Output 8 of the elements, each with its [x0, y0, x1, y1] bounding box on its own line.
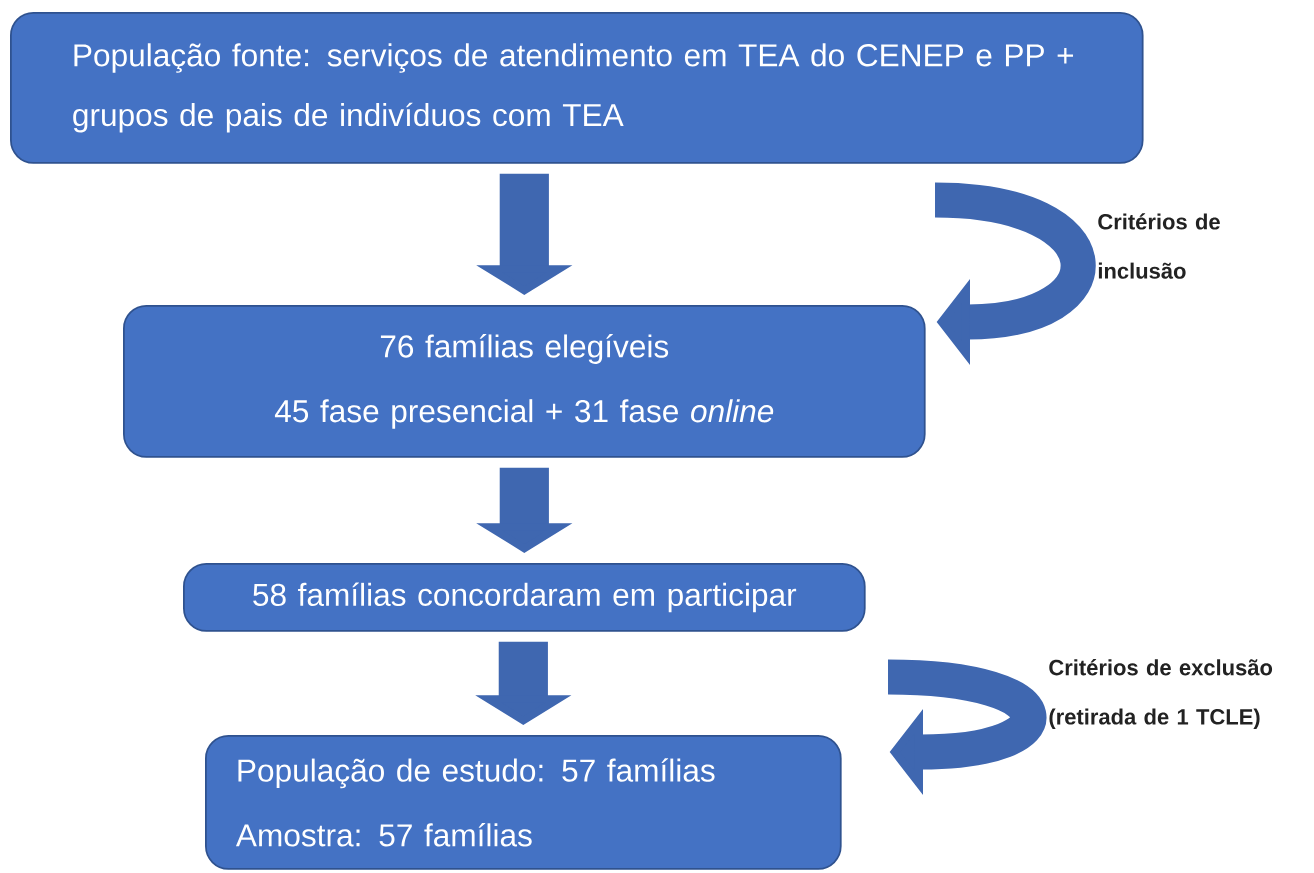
process-box: 58 famílias concordaram em participar: [183, 563, 866, 632]
curved-arrow: [887, 659, 1046, 796]
edge-label: Critérios de inclusão: [1098, 213, 1220, 279]
process-box: População fonte: serviços de atendimento em TEA do CENEP e PP + grupos de pais de indivíduos com TEA: [10, 12, 1144, 164]
curved-arrow: [934, 182, 1096, 366]
edge-label: Critérios de exclusão (retirada de 1 TCLE): [1049, 659, 1273, 729]
process-box: População de estudo: 57 famílias Amostra: 57 famílias: [205, 735, 842, 870]
process-box: 76 famílias elegíveis 45 fase presencial + 31 fase online: [123, 305, 926, 458]
